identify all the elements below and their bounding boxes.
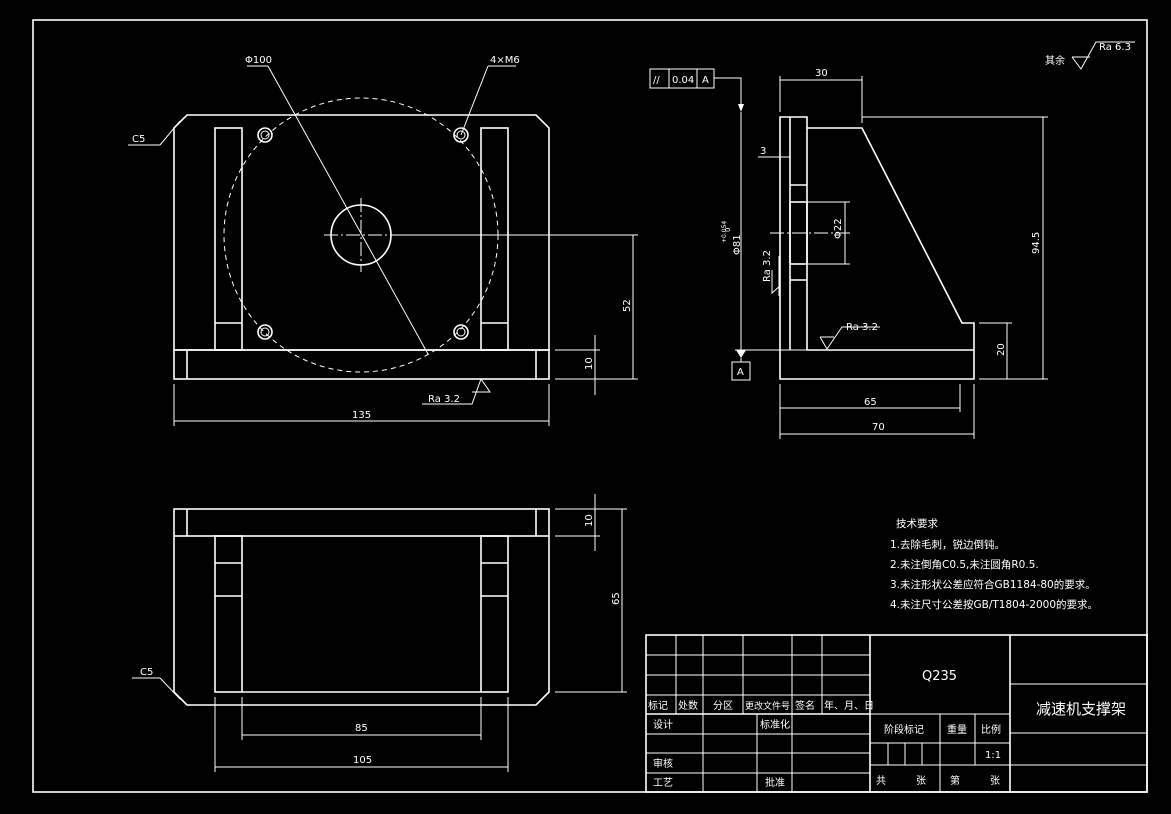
roughness-symbol-icon (1071, 41, 1135, 70)
front-height-dim: 52 (622, 299, 633, 312)
side-view: // 0.04 A 30 3 Φ22 Φ81 +0.054 0 A Ra 3.2 (649, 68, 1048, 439)
tolerance-datum: A (702, 75, 709, 86)
top-thickness-dim: 10 (584, 514, 595, 527)
top-outer-dim: 105 (353, 755, 372, 766)
side-wall-roughness-icon (771, 256, 781, 297)
top-view: C5 10 65 85 105 (132, 494, 627, 772)
front-base-dim: 10 (584, 357, 595, 370)
tb-weight: 重量 (947, 723, 967, 736)
side-bore-tol-lower: 0 (724, 228, 732, 232)
top-inner-dim: 85 (355, 723, 368, 734)
tb-design: 设计 (653, 718, 673, 731)
tb-scale: 比例 (981, 723, 1001, 736)
parallelism-tolerance-frame: // 0.04 A (649, 68, 744, 112)
side-base-roughness: Ra 3.2 (846, 322, 878, 333)
tech-req-title: 技术要求 (896, 517, 938, 530)
circle-dim-label: Φ100 (245, 55, 272, 66)
rev-header: 处数 (678, 699, 698, 712)
side-datum-label: A (737, 367, 744, 378)
top-back-plate (173, 508, 550, 537)
rev-header: 签名 (795, 699, 815, 712)
tb-sheets2: 张 (990, 775, 1000, 787)
title-part-name: 减速机支撑架 (1036, 700, 1126, 718)
rev-header: 分区 (713, 700, 733, 712)
bolt-holes (257, 127, 469, 340)
top-depth-dim: 65 (611, 592, 622, 605)
side-base-inner-dim: 65 (864, 397, 877, 408)
tech-req-item: 2.未注倒角C0.5,未注圆角R0.5. (890, 558, 1039, 571)
tb-number: 第 (950, 774, 960, 787)
front-width-dim: 135 (352, 410, 371, 421)
drawing-frame (32, 19, 1148, 793)
tech-req-item: 4.未注尺寸公差按GB/T1804-2000的要求。 (890, 598, 1098, 611)
tech-req-item: 3.未注形状公差应符合GB1184-80的要求。 (890, 578, 1096, 591)
tb-review: 审核 (653, 757, 673, 770)
title-block: Q235 减速机支撑架 标记 处数 分区 更改文件号 签名 年、月、日 设计 标… (645, 634, 1148, 793)
side-height-dim: 94.5 (1031, 232, 1042, 254)
title-material: Q235 (922, 669, 957, 684)
front-view: Φ100 4×M6 C5 135 52 10 Ra 3.2 (128, 55, 638, 426)
side-wall-roughness: Ra 3.2 (762, 250, 773, 282)
side-base-total-dim: 70 (872, 422, 885, 433)
front-rib-right (480, 127, 509, 351)
top-rib-right (480, 535, 509, 693)
tech-req-item: 1.去除毛刺，锐边倒钝。 (890, 538, 1005, 551)
tb-approve: 批准 (765, 776, 785, 789)
front-base (173, 349, 550, 380)
top-rib-left (214, 535, 243, 693)
tb-stage-mark: 阶段标记 (884, 723, 924, 736)
tb-process: 工艺 (653, 777, 673, 789)
rev-header: 标记 (648, 700, 668, 712)
front-roughness: Ra 3.2 (428, 394, 460, 405)
tolerance-value: 0.04 (672, 75, 694, 86)
side-bore-dim: Φ81 (732, 234, 743, 255)
side-top-dim: 30 (815, 68, 828, 79)
rev-header: 更改文件号 (745, 700, 790, 712)
top-chamfer-label: C5 (140, 667, 153, 678)
front-roughness-icon (422, 377, 491, 405)
holes-dim-label: 4×M6 (490, 55, 520, 66)
rev-header: 年、月、日 (824, 699, 874, 712)
tb-total: 共 (876, 775, 886, 787)
side-wall-dim: 3 (760, 146, 766, 157)
technical-requirements: 技术要求 1.去除毛刺，锐边倒钝。 2.未注倒角C0.5,未注圆角R0.5. 3… (890, 517, 1098, 611)
tolerance-symbol: // (653, 75, 660, 86)
general-roughness: 其余 Ra 6.3 (1045, 41, 1135, 70)
front-chamfer-label: C5 (132, 134, 145, 145)
tb-standardization: 标准化 (760, 718, 790, 731)
side-bore-tol-upper: +0.054 (721, 221, 728, 243)
front-rib-left (214, 127, 243, 351)
side-base-height-dim: 20 (996, 343, 1007, 356)
tb-sheets: 张 (916, 775, 926, 787)
tb-scale-value: 1:1 (985, 750, 1001, 761)
side-base-roughness-icon (819, 326, 880, 350)
top-base-outline (173, 536, 550, 706)
side-hole-dim: Φ22 (833, 218, 844, 239)
general-roughness-value: Ra 6.3 (1099, 42, 1131, 53)
general-roughness-prefix: 其余 (1045, 54, 1065, 67)
